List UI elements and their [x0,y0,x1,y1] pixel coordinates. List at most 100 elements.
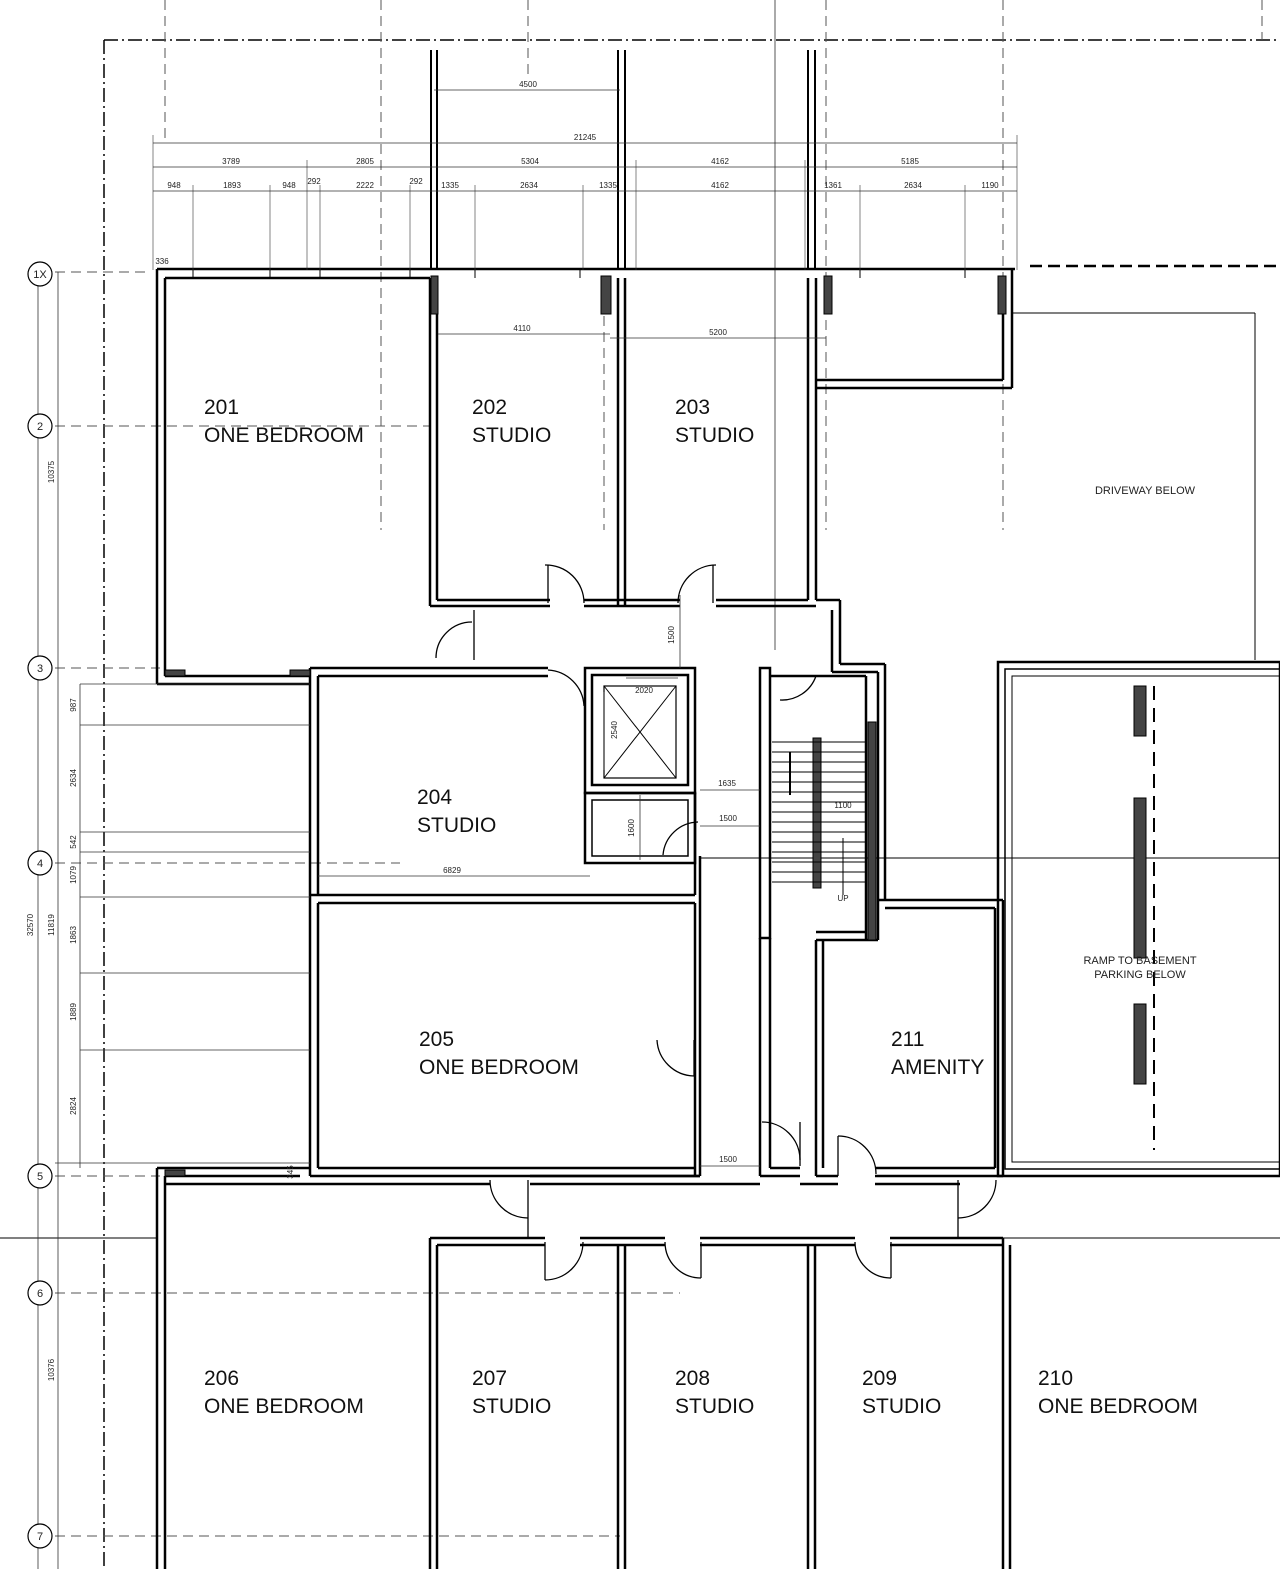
room-211-label: 211 AMENITY [891,1026,984,1082]
dimension-ticks [152,135,1018,270]
room-type: STUDIO [675,424,755,447]
ramp-note: RAMP TO BASEMENT PARKING BELOW [1070,954,1210,982]
dim-text: 948 [282,181,296,190]
ramp-note-line2: PARKING BELOW [1094,969,1186,981]
room-type: STUDIO [675,1395,755,1418]
dim-text: 1500 [667,626,676,644]
stair-treads [772,741,866,895]
dim-text: 948 [167,181,181,190]
dim-text: 1361 [824,181,842,190]
dim-text: 292 [409,177,423,186]
dim-text: 1635 [718,779,736,788]
grid-bubbles [27,261,53,1549]
dim-text: 32570 [26,913,35,936]
room-type: ONE BEDROOM [204,1395,364,1418]
dim-text: 5304 [521,157,539,166]
dim-text: 1335 [599,181,617,190]
ramp-note-line1: RAMP TO BASEMENT [1083,955,1197,967]
room-type: ONE BEDROOM [419,1056,579,1079]
room-number: 206 [204,1367,240,1390]
dim-text: 10376 [47,1358,56,1381]
room-204-label: 204 STUDIO [417,784,496,840]
room-208-label: 208 STUDIO [675,1365,754,1421]
dim-text: 2222 [356,181,374,190]
dim-text: 1079 [69,866,78,884]
room-number: 210 [1038,1367,1074,1390]
room-type: ONE BEDROOM [204,424,364,447]
dim-text: 1600 [627,819,636,837]
grid-label-5: 5 [37,1171,43,1183]
grid-label-7: 7 [37,1531,43,1543]
dim-text: 6829 [443,866,461,875]
room-type: STUDIO [417,814,497,837]
room-202-label: 202 STUDIO [472,394,551,450]
grid-label-4: 4 [37,858,43,870]
window-ticks [192,269,966,278]
room-type: STUDIO [472,424,552,447]
dim-text: 2805 [356,157,374,166]
dimension-texts: 4500 21245 3789 2805 5304 4162 5185 948 … [26,80,999,1381]
dim-text: 10375 [47,460,56,483]
dim-text: 2824 [69,1097,78,1115]
room-number: 204 [417,786,453,809]
dim-text: 2634 [520,181,538,190]
property-boundary [103,39,1280,1569]
grid-label-6: 6 [37,1288,43,1300]
dimension-lines [37,89,1017,1569]
dim-text: 2634 [69,769,78,787]
dim-text: 336 [155,257,169,266]
room-203-label: 203 STUDIO [675,394,754,450]
door-swings [435,564,997,1281]
dim-text: 21245 [574,133,597,142]
room-number: 203 [675,396,711,419]
room-207-label: 207 STUDIO [472,1365,551,1421]
room-201-label: 201 ONE BEDROOM [204,394,364,450]
grid-label-3: 3 [37,663,43,675]
dim-text: 1893 [223,181,241,190]
room-number: 209 [862,1367,898,1390]
dim-text: 4162 [711,157,729,166]
room-type: STUDIO [862,1395,942,1418]
dim-text: 292 [307,177,321,186]
room-number: 207 [472,1367,508,1390]
dim-text: 2634 [904,181,922,190]
room-number: 211 [891,1028,925,1051]
dim-text: 5185 [901,157,919,166]
room-206-label: 206 ONE BEDROOM [204,1365,364,1421]
dim-text: 1889 [69,1003,78,1021]
dim-text: 1863 [69,926,78,944]
room-210-label: 210 ONE BEDROOM [1038,1365,1198,1421]
room-number: 201 [204,396,240,419]
dim-text: 1190 [981,181,999,190]
dim-text: 11819 [47,914,56,936]
grid-label-1x: 1X [33,269,47,281]
dim-text: 542 [69,835,78,849]
dim-text: 4162 [711,181,729,190]
dim-text: 1500 [719,1155,737,1164]
structural-columns [430,50,816,270]
dim-text: 1100 [834,801,852,810]
dim-text: 4110 [513,324,531,333]
dim-text: 345 [286,1165,295,1179]
room-205-label: 205 ONE BEDROOM [419,1026,579,1082]
column-grid-lines [164,0,1263,530]
room-209-label: 209 STUDIO [862,1365,941,1421]
dim-text: 2540 [610,721,619,739]
row-grid-lines [55,271,680,1537]
room-type: AMENITY [891,1056,985,1079]
grid-bubble-labels: 1X 2 3 4 5 6 7 [33,269,47,1543]
dim-text: 2020 [635,686,653,695]
grid-label-2: 2 [37,421,43,433]
dim-text: 4500 [519,80,537,89]
room-number: 208 [675,1367,711,1390]
dim-text: 3789 [222,157,240,166]
hatched-wall-segments [164,275,1147,1177]
dim-text: 987 [69,698,78,712]
stair-up-label: UP [837,894,848,903]
room-number: 205 [419,1028,455,1051]
driveway-note: DRIVEWAY BELOW [1094,485,1196,497]
dim-text: 5200 [709,328,727,337]
room-number: 202 [472,396,508,419]
room-type: ONE BEDROOM [1038,1395,1198,1418]
